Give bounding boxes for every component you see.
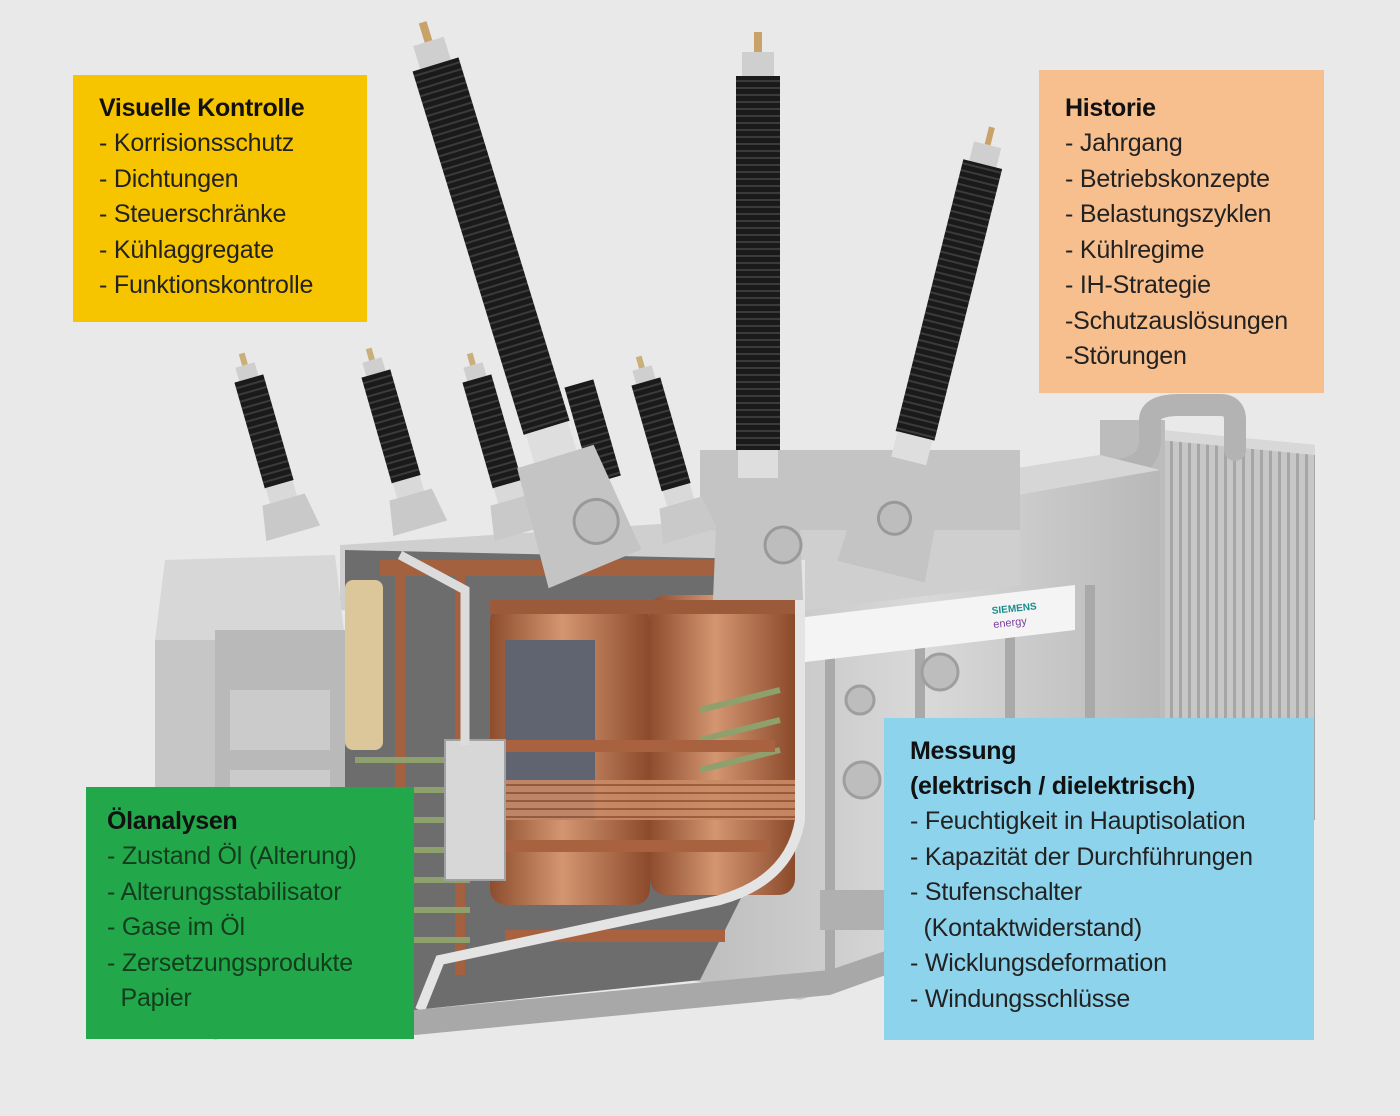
list-item: - Zersetzungsprodukte	[107, 948, 353, 977]
history-box: Historie - Jahrgang - Betriebskonzepte -…	[1039, 70, 1324, 393]
list-item: - Kühlregime	[1065, 235, 1205, 264]
list-item: - Korrisionsschutz	[99, 129, 295, 157]
visual-inspection-list: - Korrisionsschutz - Dichtungen - Steuer…	[99, 126, 367, 304]
list-item: - Jahrgang	[1065, 129, 1183, 157]
list-item: - Stufenschalter	[910, 878, 1082, 906]
list-item: - Wicklungsdeformation	[910, 949, 1167, 977]
measurement-title-line2: (elektrisch / dielektrisch)	[910, 772, 1196, 800]
logo-line1: SIEMENS	[991, 601, 1037, 617]
list-item: - Betriebskonzepte	[1065, 164, 1270, 193]
list-item: - Belastungszyklen	[1065, 200, 1272, 228]
list-item: - Gase im Öl	[107, 913, 245, 941]
list-item: -Schutzauslösungen	[1065, 306, 1288, 335]
oil-analysis-box: Ölanalysen - Zustand Öl (Alterung) - Alt…	[86, 787, 414, 1039]
list-item: - Dichtungen	[99, 164, 239, 193]
measurement-box: Messung (elektrisch / dielektrisch) - Fe…	[884, 718, 1314, 1040]
logo-line2: energy	[993, 615, 1028, 631]
visual-inspection-box: Visuelle Kontrolle - Korrisionsschutz - …	[73, 75, 367, 322]
list-item: Papier	[107, 984, 192, 1012]
oil-analysis-list: - Zustand Öl (Alterung) - Alterungsstabi…	[107, 839, 414, 1017]
list-item: - IH-Strategie	[1065, 271, 1211, 299]
history-list: - Jahrgang - Betriebskonzepte - Belastun…	[1065, 126, 1324, 375]
list-item: - Feuchtigkeit in Hauptisolation	[910, 807, 1246, 835]
visual-inspection-title: Visuelle Kontrolle	[99, 94, 305, 122]
measurement-list: - Feuchtigkeit in Hauptisolation - Kapaz…	[910, 804, 1314, 1017]
small-bushings	[234, 347, 718, 544]
list-item: - Kapazität der Durchführungen	[910, 842, 1253, 871]
list-item: (Kontaktwiderstand)	[910, 913, 1143, 942]
siemens-energy-logo: SIEMENS energy	[991, 601, 1037, 631]
list-item: - Funktionskontrolle	[99, 271, 314, 299]
list-item: -Störungen	[1065, 342, 1187, 370]
large-bushings	[412, 21, 1003, 600]
list-item: - Zustand Öl (Alterung)	[107, 842, 357, 870]
measurement-title-line1: Messung	[910, 737, 1017, 765]
list-item: - Alterungsstabilisator	[107, 877, 342, 906]
list-item: - Kühlaggregate	[99, 235, 274, 264]
list-item: - Windungsschlüsse	[910, 984, 1131, 1013]
list-item: - Steuerschränke	[99, 200, 287, 228]
base-frame	[345, 860, 1150, 1035]
oil-analysis-title: Ölanalysen	[107, 807, 238, 835]
history-title: Historie	[1065, 94, 1156, 122]
